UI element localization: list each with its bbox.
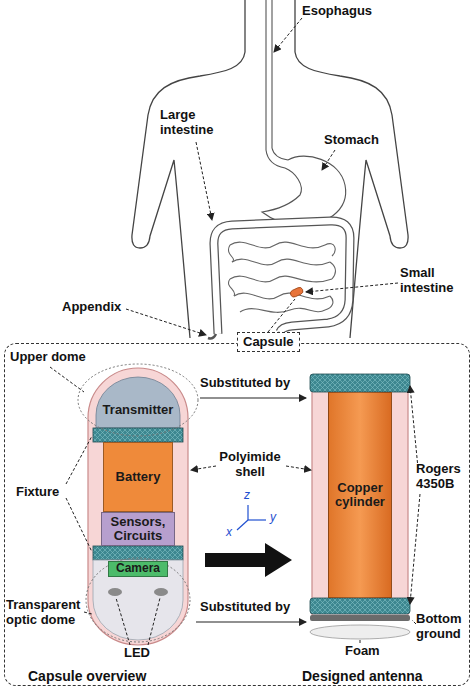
esophagus-drawing <box>266 0 285 168</box>
axis-line <box>248 519 266 520</box>
small-intestine-drawing <box>230 242 335 256</box>
leader-line <box>410 386 418 468</box>
capsule-panel: CapsuleTransmitterBatterySensors, Circui… <box>4 343 470 686</box>
leader-line <box>306 283 398 292</box>
leader-line <box>322 150 335 170</box>
axis-label: x <box>226 526 232 540</box>
part-label: LED <box>124 646 150 661</box>
dome-outline <box>78 364 198 436</box>
copper-cylinder: Copper cylinder <box>328 392 392 598</box>
part-label: Rogers 4350B <box>416 462 470 492</box>
camera-block: Camera <box>108 561 168 577</box>
dome-outline <box>86 558 190 642</box>
foam <box>310 625 410 639</box>
leader-line <box>412 620 416 624</box>
leader-line <box>268 299 295 332</box>
organ-label: Large intestine <box>160 108 222 138</box>
panel-heading: Capsule <box>237 332 300 352</box>
led <box>154 588 168 596</box>
stomach-drawing <box>262 156 346 225</box>
small-intestine-drawing <box>228 245 335 310</box>
block-label: Sensors, Circuits <box>102 515 174 544</box>
part-label: Foam <box>345 644 380 659</box>
transmitter-dome <box>96 377 180 428</box>
big-arrow <box>205 543 292 577</box>
leader-line <box>66 436 92 484</box>
transmitter-block: Transmitter <box>96 400 180 420</box>
small-intestine-drawing <box>232 259 330 265</box>
part-label: Transparent optic dome <box>6 598 86 628</box>
leader-line <box>191 466 216 470</box>
esophagus-drawing <box>272 0 288 160</box>
optic-dome <box>93 560 183 640</box>
leader-line <box>66 498 92 552</box>
bottom-ground <box>310 615 410 621</box>
leader-line <box>286 466 311 470</box>
appendix-drawing <box>208 334 216 339</box>
axis-label: z <box>244 489 250 503</box>
axis-label: y <box>270 511 276 525</box>
part-label: Bottom ground <box>416 612 470 642</box>
figure-caption: Designed antenna <box>302 668 423 684</box>
leader-line <box>126 309 206 335</box>
organ-label: Small intestine <box>400 266 462 296</box>
substitution-arrow <box>200 397 306 398</box>
leader-line <box>84 612 92 614</box>
leader-line <box>410 494 420 604</box>
leader-line <box>196 142 212 220</box>
block-label: Battery <box>116 470 161 484</box>
leader-line <box>50 367 84 392</box>
small-intestine-drawing <box>240 308 325 312</box>
leader-line <box>116 598 130 645</box>
leader-line <box>360 640 361 643</box>
block-label: Copper cylinder <box>329 481 391 510</box>
rogers-substrate <box>310 598 410 614</box>
led <box>108 588 122 596</box>
fixture-ring <box>93 428 183 442</box>
leader-line <box>274 18 302 52</box>
sensor-circuit-block: Sensors, Circuits <box>101 512 175 546</box>
large-intestine-drawing <box>214 221 350 334</box>
small-intestine-drawing <box>234 293 330 299</box>
block-label: Camera <box>116 562 160 575</box>
capsule-in-body <box>289 286 304 298</box>
axis-line <box>247 505 248 520</box>
small-intestine-drawing <box>230 276 332 282</box>
organ-label: Stomach <box>324 133 379 148</box>
polyimide-shell <box>312 380 408 616</box>
rogers-substrate <box>310 374 410 392</box>
battery-block: Battery <box>103 442 173 512</box>
part-label: Polyimide shell <box>214 450 286 480</box>
body-outline <box>132 0 245 338</box>
leader-line <box>148 598 160 645</box>
substitution-arrow <box>196 621 306 622</box>
part-label: Upper dome <box>10 350 86 365</box>
figure-caption: Capsule overview <box>28 668 146 684</box>
large-intestine-drawing <box>214 221 350 334</box>
body-outline <box>295 0 408 338</box>
arrow-label: Substituted by <box>200 600 290 615</box>
organ-label: Appendix <box>62 300 121 315</box>
organ-label: Esophagus <box>302 4 372 19</box>
polyimide-shell <box>88 368 188 645</box>
block-label: Transmitter <box>103 403 174 417</box>
part-label: Fixture <box>16 485 59 500</box>
axis-line <box>237 520 248 530</box>
arrow-label: Substituted by <box>200 376 290 391</box>
